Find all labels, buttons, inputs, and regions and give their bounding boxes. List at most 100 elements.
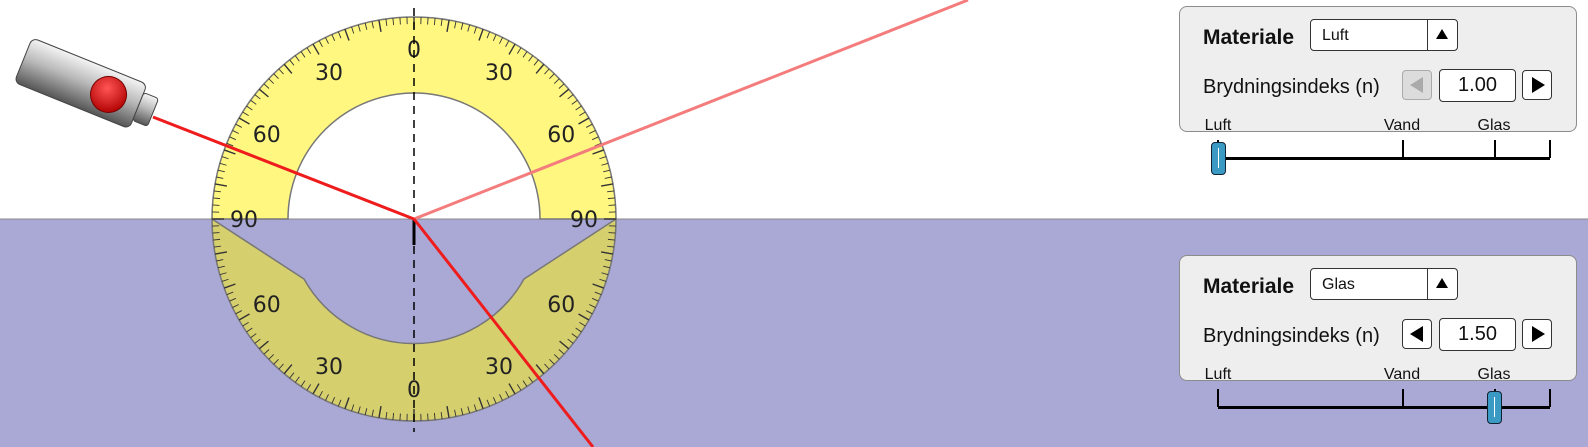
protractor-tick [337,399,342,407]
protractor-tick [603,265,611,269]
protractor-tick [478,397,484,410]
refracted-ray [412,218,595,447]
protractor-tick [221,156,229,160]
protractor-tick [604,259,612,262]
protractor-tick [522,380,528,387]
upper-material-panel: Materiale Luft Brydningsindeks (n) 1.00 … [1179,6,1577,175]
material-dropdown[interactable]: Luft [1310,19,1458,51]
protractor-tick [522,51,528,58]
refractive-index-label: Brydningsindeks (n) [1203,325,1380,347]
protractor-tick [351,26,355,34]
protractor-tick [516,384,522,391]
protractor-tick [289,372,295,379]
slider-tick-mark [1402,389,1404,407]
protractor-tick [499,37,503,44]
decrease-index-button[interactable] [1402,70,1432,100]
triangle-up-icon[interactable] [1427,20,1457,50]
protractor-tick [268,78,275,84]
protractor-tick [217,265,225,269]
protractor-tick [242,321,249,327]
protractor-tick [216,176,224,179]
slider-tick-glas: Glas [1477,117,1511,134]
increase-index-button[interactable] [1522,319,1552,349]
protractor-tick [516,47,522,54]
decrease-index-button[interactable] [1402,319,1432,349]
protractor-tick [213,190,221,193]
protractor-tick [601,162,609,166]
refractive-index-slider-thumb[interactable] [1211,142,1226,175]
protractor-tick [235,310,243,315]
protractor-tick [344,28,350,41]
protractor-tick [219,272,227,276]
protractor-tick [594,291,602,296]
protractor-tick [553,354,560,360]
protractor-tick [528,376,534,383]
protractor-tick [589,130,596,134]
protractor-tick [246,327,253,333]
protractor-tick [289,59,295,66]
protractor-tick [599,156,607,160]
protractor-tick [607,197,615,200]
protractor-tick [223,149,236,155]
protractor-tick [473,26,477,34]
protractor-tick [226,142,234,147]
protractor-tick [392,412,395,420]
protractor-tick [467,24,471,32]
protractor-tick [219,162,227,166]
material-dropdown[interactable]: Glas [1310,268,1458,300]
protractor-tick [242,111,249,117]
increase-index-button[interactable] [1522,70,1552,100]
protractor-tick [591,136,599,141]
protractor-tick [325,394,329,401]
protractor-tick [571,333,578,339]
protractor-tick [344,397,350,410]
protractor-tick [214,183,228,187]
slider-tick-glas: Glas [1477,366,1511,383]
protractor-tick [263,349,270,355]
protractor-tick [559,88,570,98]
protractor-tick [364,408,368,416]
protractor-tick [549,358,555,365]
protractor-tick [300,380,306,387]
protractor-tick [579,111,586,117]
protractor-tick [549,73,555,80]
protractor-tick [558,349,565,355]
protractor-tick [364,22,368,30]
protractor-tick [478,28,484,41]
protractor-label: 30 [485,61,513,86]
protractor-tick [263,83,270,89]
protractor-tick [221,278,229,282]
laser-pointer-icon[interactable] [14,38,162,135]
protractor-tick [607,245,615,248]
protractor-tick [294,55,300,62]
protractor-tick [433,18,436,26]
refractive-index-slider-thumb[interactable] [1487,391,1502,424]
protractor-tick [533,59,539,66]
protractor-tick [216,259,224,262]
protractor-tick [232,304,239,308]
protractor-tick [258,340,269,350]
refractive-index-field[interactable]: 1.50 [1439,318,1516,351]
protractor-tick [385,412,388,420]
protractor-tick [268,354,275,360]
refractive-index-slider-track[interactable] [1218,157,1550,160]
triangle-up-icon[interactable] [1427,269,1457,299]
protractor-tick [246,105,253,111]
protractor-tick [575,105,582,111]
protractor-tick [446,19,450,33]
protractor-tick [600,183,614,187]
protractor-tick [235,123,243,128]
protractor-tick [213,245,221,248]
refractive-index-field[interactable]: 1.00 [1439,69,1516,102]
refractive-index-slider-track[interactable] [1218,406,1550,409]
protractor-label: 90 [570,208,598,233]
protractor-label: 30 [485,355,513,380]
protractor-tick [318,390,323,398]
protractor-tick [589,304,596,308]
protractor-tick [306,47,312,54]
slider-tick-mark [1549,389,1551,407]
protractor-tick [258,88,269,98]
protractor-label: 90 [230,208,258,233]
protractor-label: 60 [253,293,281,318]
